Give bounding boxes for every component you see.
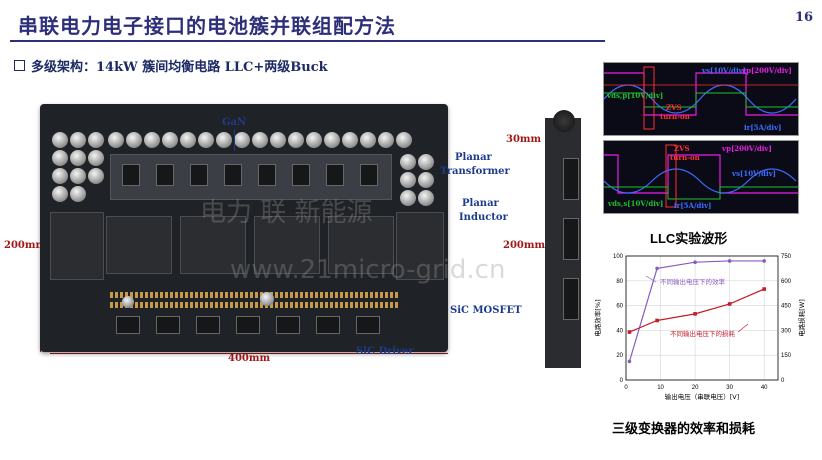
data-point-loss: [693, 312, 697, 316]
y-right-tick-label: 300: [781, 328, 792, 334]
series-line-loss: [629, 288, 765, 333]
data-point-loss: [762, 287, 766, 291]
y-left-tick-label: 40: [616, 328, 623, 334]
x-axis-label: 输出电压（串联电压）[V]: [665, 392, 740, 401]
w1-zvs-label: ZVS: [666, 103, 682, 112]
data-point-loss: [627, 330, 632, 334]
series-label-loss: 不同输出电压下的损耗: [670, 329, 736, 338]
data-point-loss: [655, 318, 659, 323]
label-planar-transformer-2: Transformer: [440, 166, 510, 177]
series-line-efficiency: [628, 260, 765, 362]
w2-vs-label: vs[10V/div]: [732, 169, 776, 178]
dim-height-side: 200mm: [503, 240, 546, 251]
dim-height-left: 200mm: [4, 240, 47, 251]
page-number: 16: [795, 10, 814, 25]
y-right-tick-label: 600: [781, 279, 792, 285]
w1-zvs-label-2: turn-on: [660, 112, 690, 121]
w2-ir-label: ir[5A/div]: [674, 201, 712, 210]
w2-vp-label: vp[200V/div]: [722, 144, 772, 153]
series-label-efficiency: 不同输出电压下的效率: [660, 277, 726, 286]
data-point-loss: [727, 302, 732, 306]
data-point-efficiency: [655, 266, 659, 271]
x-tick-label: 0: [624, 385, 628, 391]
llc-waveform-1: vs[10V/div] vp[200V/div] vds,p[10V/div] …: [603, 62, 799, 136]
plot-frame: [625, 255, 779, 381]
y-left-tick-label: 80: [616, 279, 623, 285]
data-point-efficiency: [762, 259, 766, 263]
watermark-url: www.21micro-grid.cn: [230, 255, 506, 285]
chart-svg: 0 10 20 30 40 0 20 40 60 80 100 0 150 300 450 600 750 输出电…: [593, 254, 806, 401]
section-subtitle: 多级架构：14kW 簇间均衡电路 LLC+两级Buck: [14, 56, 328, 75]
label-sic-mosfet: SiC MOSFET: [450, 305, 522, 316]
y-right-tick-label: 150: [781, 353, 792, 359]
label-sic-driver: SiC Driver: [356, 346, 414, 357]
x-tick-label: 20: [692, 385, 699, 391]
w1-ir-label: ir[5A/div]: [744, 123, 782, 132]
checkbox-bullet-icon: [14, 60, 25, 71]
x-tick-label: 30: [726, 385, 733, 391]
leader-gan: [234, 129, 235, 151]
chart-caption: 三级变换器的效率和损耗: [612, 421, 756, 436]
dim-line-bottom: [50, 353, 448, 354]
w1-vp-label: vp[200V/div]: [742, 66, 792, 75]
waveform-1-traces: [604, 66, 798, 130]
pcb-board-photo: [40, 104, 448, 352]
x-tick-label: 10: [657, 385, 664, 391]
pcb-side-view-photo: [545, 110, 581, 368]
waveform-caption: LLC实验波形: [650, 231, 728, 246]
efficiency-loss-chart: 0 10 20 30 40 0 20 40 60 80 100 0 150 300 450 600 750 输出电…: [588, 250, 818, 410]
w2-vds-label: vds,s[10V/div]: [608, 199, 664, 208]
y-right-tick-label: 0: [781, 378, 785, 384]
label-planar-inductor: Planar: [462, 198, 499, 209]
label-gan: GaN: [222, 117, 247, 128]
y-left-tick-label: 0: [620, 378, 624, 384]
data-point-efficiency: [627, 359, 632, 364]
y-left-axis-label: 电路效率[%]: [593, 299, 602, 336]
annotation-arrow-efficiency: [645, 275, 657, 283]
annotation-arrow-loss: [737, 323, 749, 333]
label-planar-transformer: Planar: [455, 152, 492, 163]
y-left-tick-label: 100: [613, 254, 624, 260]
data-point-efficiency: [693, 260, 697, 264]
page-title: 串联电力电子接口的电池簇并联组配方法: [18, 14, 396, 38]
y-right-axis-label: 电路损耗[W]: [797, 299, 806, 337]
w1-vds-label: vds,p[10V/div]: [607, 91, 664, 100]
w1-vs-label: vs[10V/div]: [702, 66, 746, 75]
y-left-tick-label: 20: [616, 353, 623, 359]
subtitle-text: 多级架构：14kW 簇间均衡电路 LLC+两级Buck: [31, 60, 328, 75]
llc-waveform-2: vp[200V/div] ZVS turn-on vs[10V/div] vds…: [603, 140, 799, 214]
y-right-tick-label: 750: [781, 254, 792, 260]
y-right-tick-label: 450: [781, 304, 792, 310]
dim-thickness-top: 30mm: [506, 134, 542, 145]
x-tick-label: 40: [761, 385, 768, 391]
w2-zvs-label-2: turn-on: [670, 153, 700, 162]
watermark-text: 电力 联 新能源: [200, 198, 373, 228]
label-planar-inductor-2: Inductor: [459, 212, 508, 223]
header-divider: [10, 40, 605, 42]
y-left-tick-label: 60: [616, 304, 623, 310]
waveform-2-traces: [604, 144, 798, 208]
dim-width-bottom: 400mm: [228, 353, 271, 364]
data-point-efficiency: [727, 259, 732, 263]
w2-zvs-label: ZVS: [674, 144, 690, 153]
